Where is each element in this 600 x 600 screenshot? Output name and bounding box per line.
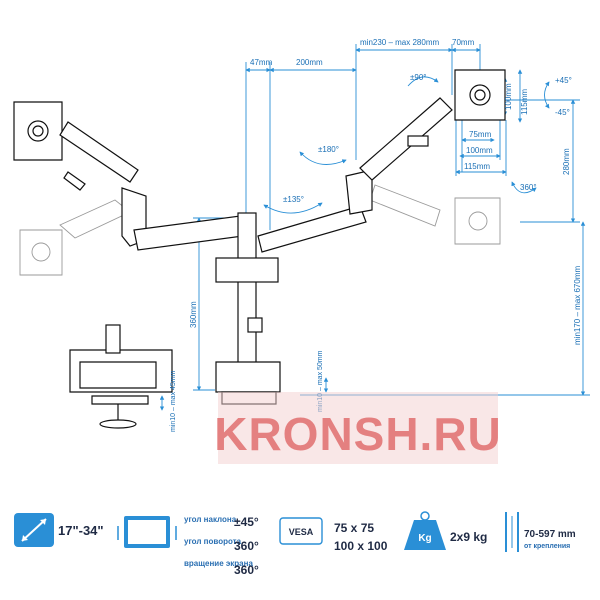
dim-75-horizontal: 75mm xyxy=(469,130,492,139)
dim-clamp-left: min10 – max 45mm xyxy=(170,370,177,432)
weight-icon xyxy=(404,520,446,550)
swivel-label: угол поворота xyxy=(184,537,242,546)
dim-100-horizontal: 100mm xyxy=(466,146,493,155)
thickness-value: 70-597 mm xyxy=(524,529,576,540)
rotate-label: вращение экрана xyxy=(184,559,253,568)
arm-assembly xyxy=(13,69,506,429)
thickness-icon xyxy=(505,512,519,552)
angle-360: 360° xyxy=(520,183,537,192)
dim-360: 360mm xyxy=(189,301,198,328)
dimension-labels: 47mm 200mm min230 – max 280mm 70mm 100mm… xyxy=(170,38,582,432)
watermark-text: KRONSH.RU xyxy=(214,408,502,460)
dim-200: 200mm xyxy=(296,58,323,67)
dim-115-vertical: 115mm xyxy=(520,89,529,115)
rotate-value: 360° xyxy=(234,563,259,577)
tilt-label: угол наклона xyxy=(184,515,237,524)
thickness-label: от крепления xyxy=(524,543,570,550)
dim-70: 70mm xyxy=(452,38,475,47)
dim-280: 280mm xyxy=(562,148,571,175)
dim-115-horizontal: 115mm xyxy=(464,162,490,171)
vesa-100: 100 x 100 xyxy=(334,539,388,553)
angle-90: ±90° xyxy=(410,73,427,82)
weight-value: 2x9 kg xyxy=(450,530,487,544)
angle-plus-45: +45° xyxy=(555,76,572,85)
angle-180: ±180° xyxy=(318,145,339,154)
dim-170-670: min170 – max 670mm xyxy=(573,266,582,345)
spec-strip: 17"-34" угол наклона ±45° угол поворота … xyxy=(14,511,576,577)
vesa-badge-icon xyxy=(279,517,323,545)
vesa-badge: VESA xyxy=(289,527,314,537)
watermark: KRONSH.RU xyxy=(214,392,502,464)
weight-badge: Kg xyxy=(418,533,431,544)
angle-labels: ±90° ±180° ±135° +45° -45° 360° xyxy=(283,73,572,204)
screen-size-value: 17"-34" xyxy=(58,523,104,538)
dim-clamp-mid: min10 – max 50mm xyxy=(317,350,324,412)
dimension-lines xyxy=(159,44,590,411)
dim-230-280: min230 – max 280mm xyxy=(360,38,439,47)
swivel-value: 360° xyxy=(234,539,259,553)
angle-135: ±135° xyxy=(283,195,304,204)
angle-minus-45: -45° xyxy=(555,108,570,117)
vesa-75: 75 x 75 xyxy=(334,521,374,535)
ghost-positions xyxy=(19,184,501,276)
dim-100-vertical: 100mm xyxy=(504,83,513,110)
dim-47: 47mm xyxy=(250,58,273,67)
tilt-value: ±45° xyxy=(234,515,259,529)
